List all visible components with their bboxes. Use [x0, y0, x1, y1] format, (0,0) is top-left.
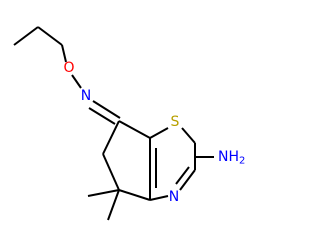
bond-sulfur-c2 [181, 127, 196, 144]
bond-c5-methyl-2 [107, 189, 120, 221]
sulfur-atom-label: S [171, 114, 180, 130]
amine-group-label: NH [218, 149, 239, 165]
bond-oxime-double-1 [92, 100, 121, 119]
bond-c5-methyl-1 [87, 189, 120, 197]
amine-subscript: 2 [239, 156, 245, 167]
bond-c6-c5 [102, 153, 120, 191]
ring-nitrogen-atom-label: N [169, 189, 179, 205]
bond-c7-c6 [102, 120, 120, 155]
structure-canvas: O N S N NH 2 [13, 26, 246, 221]
oxime-nitrogen-atom-label: N [81, 88, 91, 104]
bond-c-oxygen [61, 44, 67, 63]
bond-ring-nitrogen-c3a [149, 195, 169, 201]
bond-c7a-sulfur [149, 127, 169, 139]
bond-oxime-double-2 [88, 107, 116, 125]
oxygen-atom-label: O [63, 60, 74, 76]
bond-c2-ring-nitrogen-2 [175, 166, 190, 185]
bond-c7-c7a [118, 120, 151, 139]
molecule-diagram: O N S N NH 2 [13, 26, 245, 221]
bond-ethyl-c1-c2 [13, 26, 39, 46]
bond-ethyl-c2-c3 [37, 26, 63, 46]
bond-c5-c4 [118, 189, 151, 201]
bond-oxygen-nitrogen [71, 74, 82, 89]
bond-c2-ring-nitrogen-1 [179, 169, 196, 191]
